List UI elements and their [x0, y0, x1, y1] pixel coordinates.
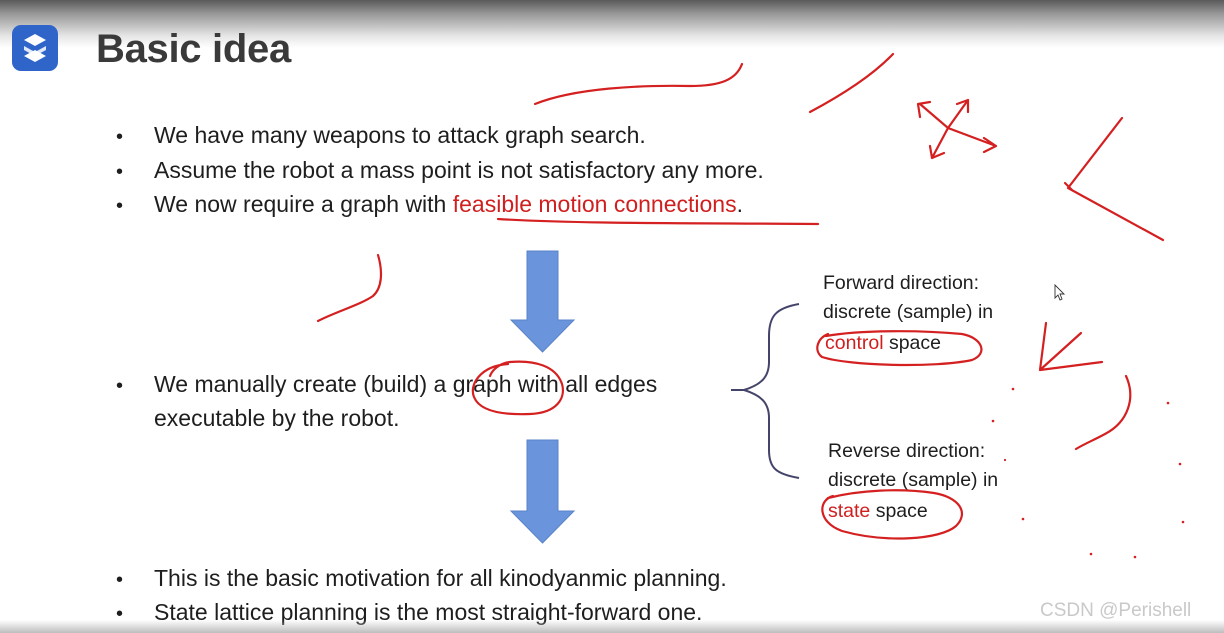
bullet-text: We manually create (build): [154, 371, 434, 397]
bullet-text-end: with all edges: [511, 371, 658, 397]
bullet-item: • We now require a graph with feasible mo…: [116, 188, 743, 222]
bullet-item: • Assume the robot a mass point is not sa…: [116, 154, 764, 188]
app-logo-icon: [12, 25, 58, 71]
bullet-dot: •: [116, 161, 124, 183]
bullet-text-end: .: [736, 191, 743, 217]
handwritten-stroke: [533, 62, 744, 106]
state-highlight: state: [828, 500, 871, 522]
down-arrow-icon: [509, 250, 576, 353]
bullet-dot: •: [116, 569, 124, 591]
bullet-continuation: executable by the robot.: [154, 405, 400, 431]
bullet-text: We have many weapons to attack graph sea…: [154, 122, 646, 148]
bullet-dot: •: [116, 195, 124, 217]
bullet-text: Assume the robot a mass point is not sat…: [154, 157, 764, 183]
forward-direction-space: control space: [825, 329, 941, 358]
forward-direction-label: Forward direction:: [823, 272, 980, 294]
bullet-dot: •: [116, 126, 124, 148]
top-shadow: [0, 0, 1224, 48]
control-highlight: control: [825, 332, 884, 354]
handwritten-stroke: [1074, 374, 1132, 451]
bottom-shadow: [0, 620, 1224, 633]
handwritten-arrows: [916, 98, 998, 160]
handwritten-stroke: [316, 253, 383, 323]
bullet-item: • This is the basic motivation for all ki…: [116, 562, 727, 596]
handwritten-arrows: [1038, 321, 1104, 372]
bullet-text: We now require a graph with: [154, 191, 453, 217]
underline-stroke: [496, 217, 820, 226]
forward-direction-text: discrete (sample) in: [823, 301, 994, 323]
down-arrow-icon: [509, 439, 576, 544]
circle-annotation: [471, 360, 564, 416]
reverse-direction-space: state space: [828, 497, 928, 526]
bullet-item: • We have many weapons to attack graph se…: [116, 119, 646, 153]
highlighted-phrase: feasible motion connections: [452, 191, 737, 217]
bullet-dot: •: [116, 603, 124, 625]
bullet-dot: •: [116, 375, 124, 397]
slide-title: Basic idea: [96, 27, 291, 71]
handwritten-angle: [1066, 116, 1165, 242]
handwritten-stroke: [808, 52, 895, 114]
space-word: space: [870, 500, 928, 522]
circle-annotation: [816, 330, 983, 367]
reverse-direction-text: discrete (sample) in: [828, 469, 999, 491]
reverse-direction-label: Reverse direction:: [828, 440, 986, 462]
bullet-item: •We manually create (build) a graph with…: [116, 368, 657, 402]
watermark: CSDN @Perishell: [1040, 600, 1192, 621]
dot-marks: [991, 387, 1185, 559]
curly-brace: [731, 303, 800, 479]
bullet-text: This is the basic motivation for all kin…: [154, 565, 727, 591]
circle-annotation: [821, 489, 963, 540]
mouse-cursor-icon: [1054, 283, 1066, 301]
space-word: space: [883, 332, 941, 354]
handwritten-angle: [1063, 181, 1074, 192]
